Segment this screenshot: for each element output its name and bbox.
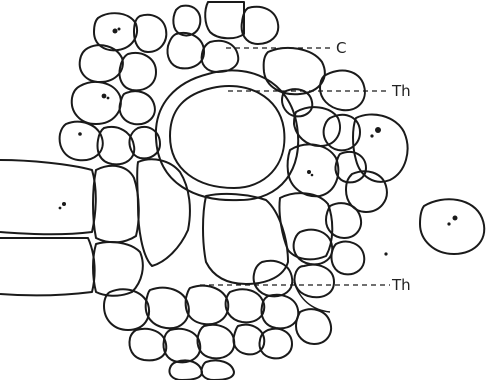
right-middle-cells: [254, 203, 365, 297]
label-th-lower: Th: [391, 276, 411, 294]
label-c: C: [336, 39, 346, 57]
cell-nuclei: [59, 28, 458, 256]
label-th-upper: Th: [391, 82, 411, 100]
left-cells: [0, 159, 190, 296]
bottom-cells: [104, 282, 331, 380]
top-left-cells: [60, 2, 279, 164]
